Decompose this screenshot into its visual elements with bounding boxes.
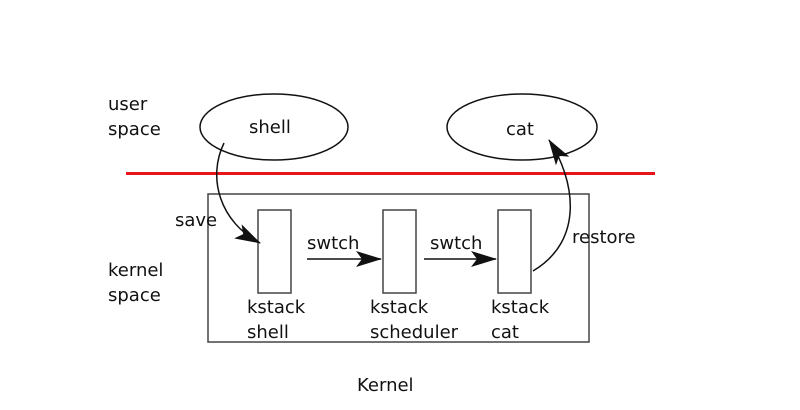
restore-arrow-label: restore	[572, 227, 636, 248]
kstack-scheduler-label-line1: kstack	[370, 297, 429, 318]
restore-arrow	[532, 139, 571, 272]
swtch-arrow-2-label: swtch	[430, 233, 482, 254]
kstack-cat-label-line2: cat	[491, 322, 519, 343]
kernel-space-label-line1: kernel	[108, 260, 163, 281]
swtch-arrow-1-label: swtch	[307, 233, 359, 254]
kstack-scheduler-label-line2: scheduler	[370, 322, 459, 343]
user-space-label-line1: user	[108, 94, 148, 115]
save-arrow-label: save	[175, 210, 217, 231]
kstack-cat-box	[497, 209, 532, 294]
kstack-shell-label-line1: kstack	[247, 297, 306, 318]
shell-process-label: shell	[249, 117, 291, 138]
cat-process-label: cat	[506, 119, 534, 140]
kernel-space-label-line2: space	[108, 285, 161, 306]
kstack-shell-box	[257, 209, 292, 294]
save-arrow	[216, 142, 261, 244]
cat-process-ellipse	[446, 93, 598, 161]
kstack-scheduler-box	[382, 209, 417, 294]
shell-process-ellipse	[199, 93, 349, 161]
kstack-shell-label-line2: shell	[247, 322, 289, 343]
kernel-box	[207, 193, 590, 343]
user-space-label-line2: space	[108, 119, 161, 140]
kstack-cat-label-line1: kstack	[491, 297, 550, 318]
kernel-box-label: Kernel	[357, 375, 414, 396]
